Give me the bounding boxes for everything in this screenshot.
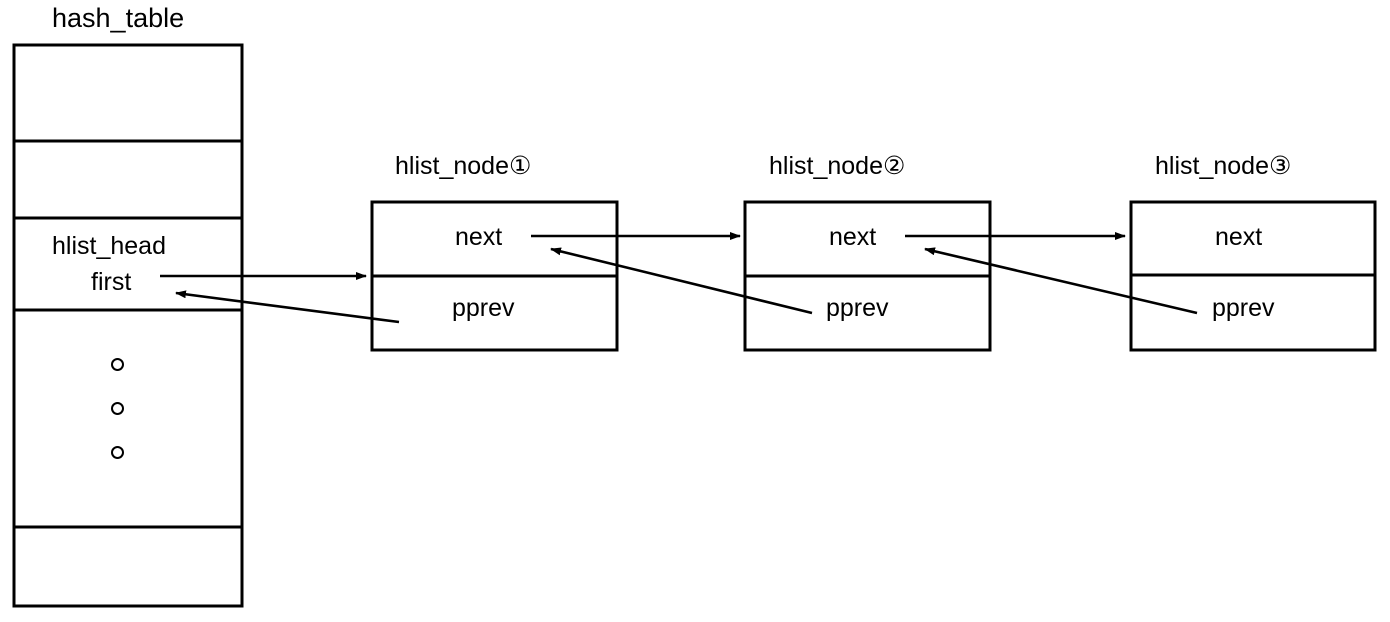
hlist-node-1-title: hlist_node①: [395, 152, 532, 180]
hlist-node-2-box: [743, 200, 992, 352]
hlist-node-2-title: hlist_node②: [769, 152, 906, 180]
arrow-node2-pprev-to-node1-next: [550, 247, 813, 315]
hash-table-box: [12, 43, 244, 608]
hlist-head-label: hlist_head: [52, 232, 166, 260]
ellipsis-dot-1: [111, 358, 124, 371]
hlist-node-1-pprev-label: pprev: [452, 294, 515, 322]
ellipsis-dot-3: [111, 446, 124, 459]
hlist-node-3-title: hlist_node③: [1155, 152, 1292, 180]
hlist-node-3-next-label: next: [1215, 223, 1263, 251]
arrow-node1-pprev-to-first: [175, 290, 400, 324]
hlist-node-3-pprev-label: pprev: [1212, 294, 1275, 322]
hlist-node-2-next-label: next: [829, 223, 877, 251]
hash-table-ellipsis: [111, 358, 124, 459]
first-field-label: first: [91, 268, 132, 296]
hlist-node-3-box: [1129, 200, 1377, 352]
hlist-node-1-box: [370, 200, 619, 352]
hlist-node-2-pprev-label: pprev: [826, 294, 889, 322]
arrow-node3-pprev-to-node2-next: [924, 247, 1198, 315]
hlist-node-1-next-label: next: [455, 223, 503, 251]
ellipsis-dot-2: [111, 402, 124, 415]
hash-table-title: hash_table: [52, 3, 185, 33]
